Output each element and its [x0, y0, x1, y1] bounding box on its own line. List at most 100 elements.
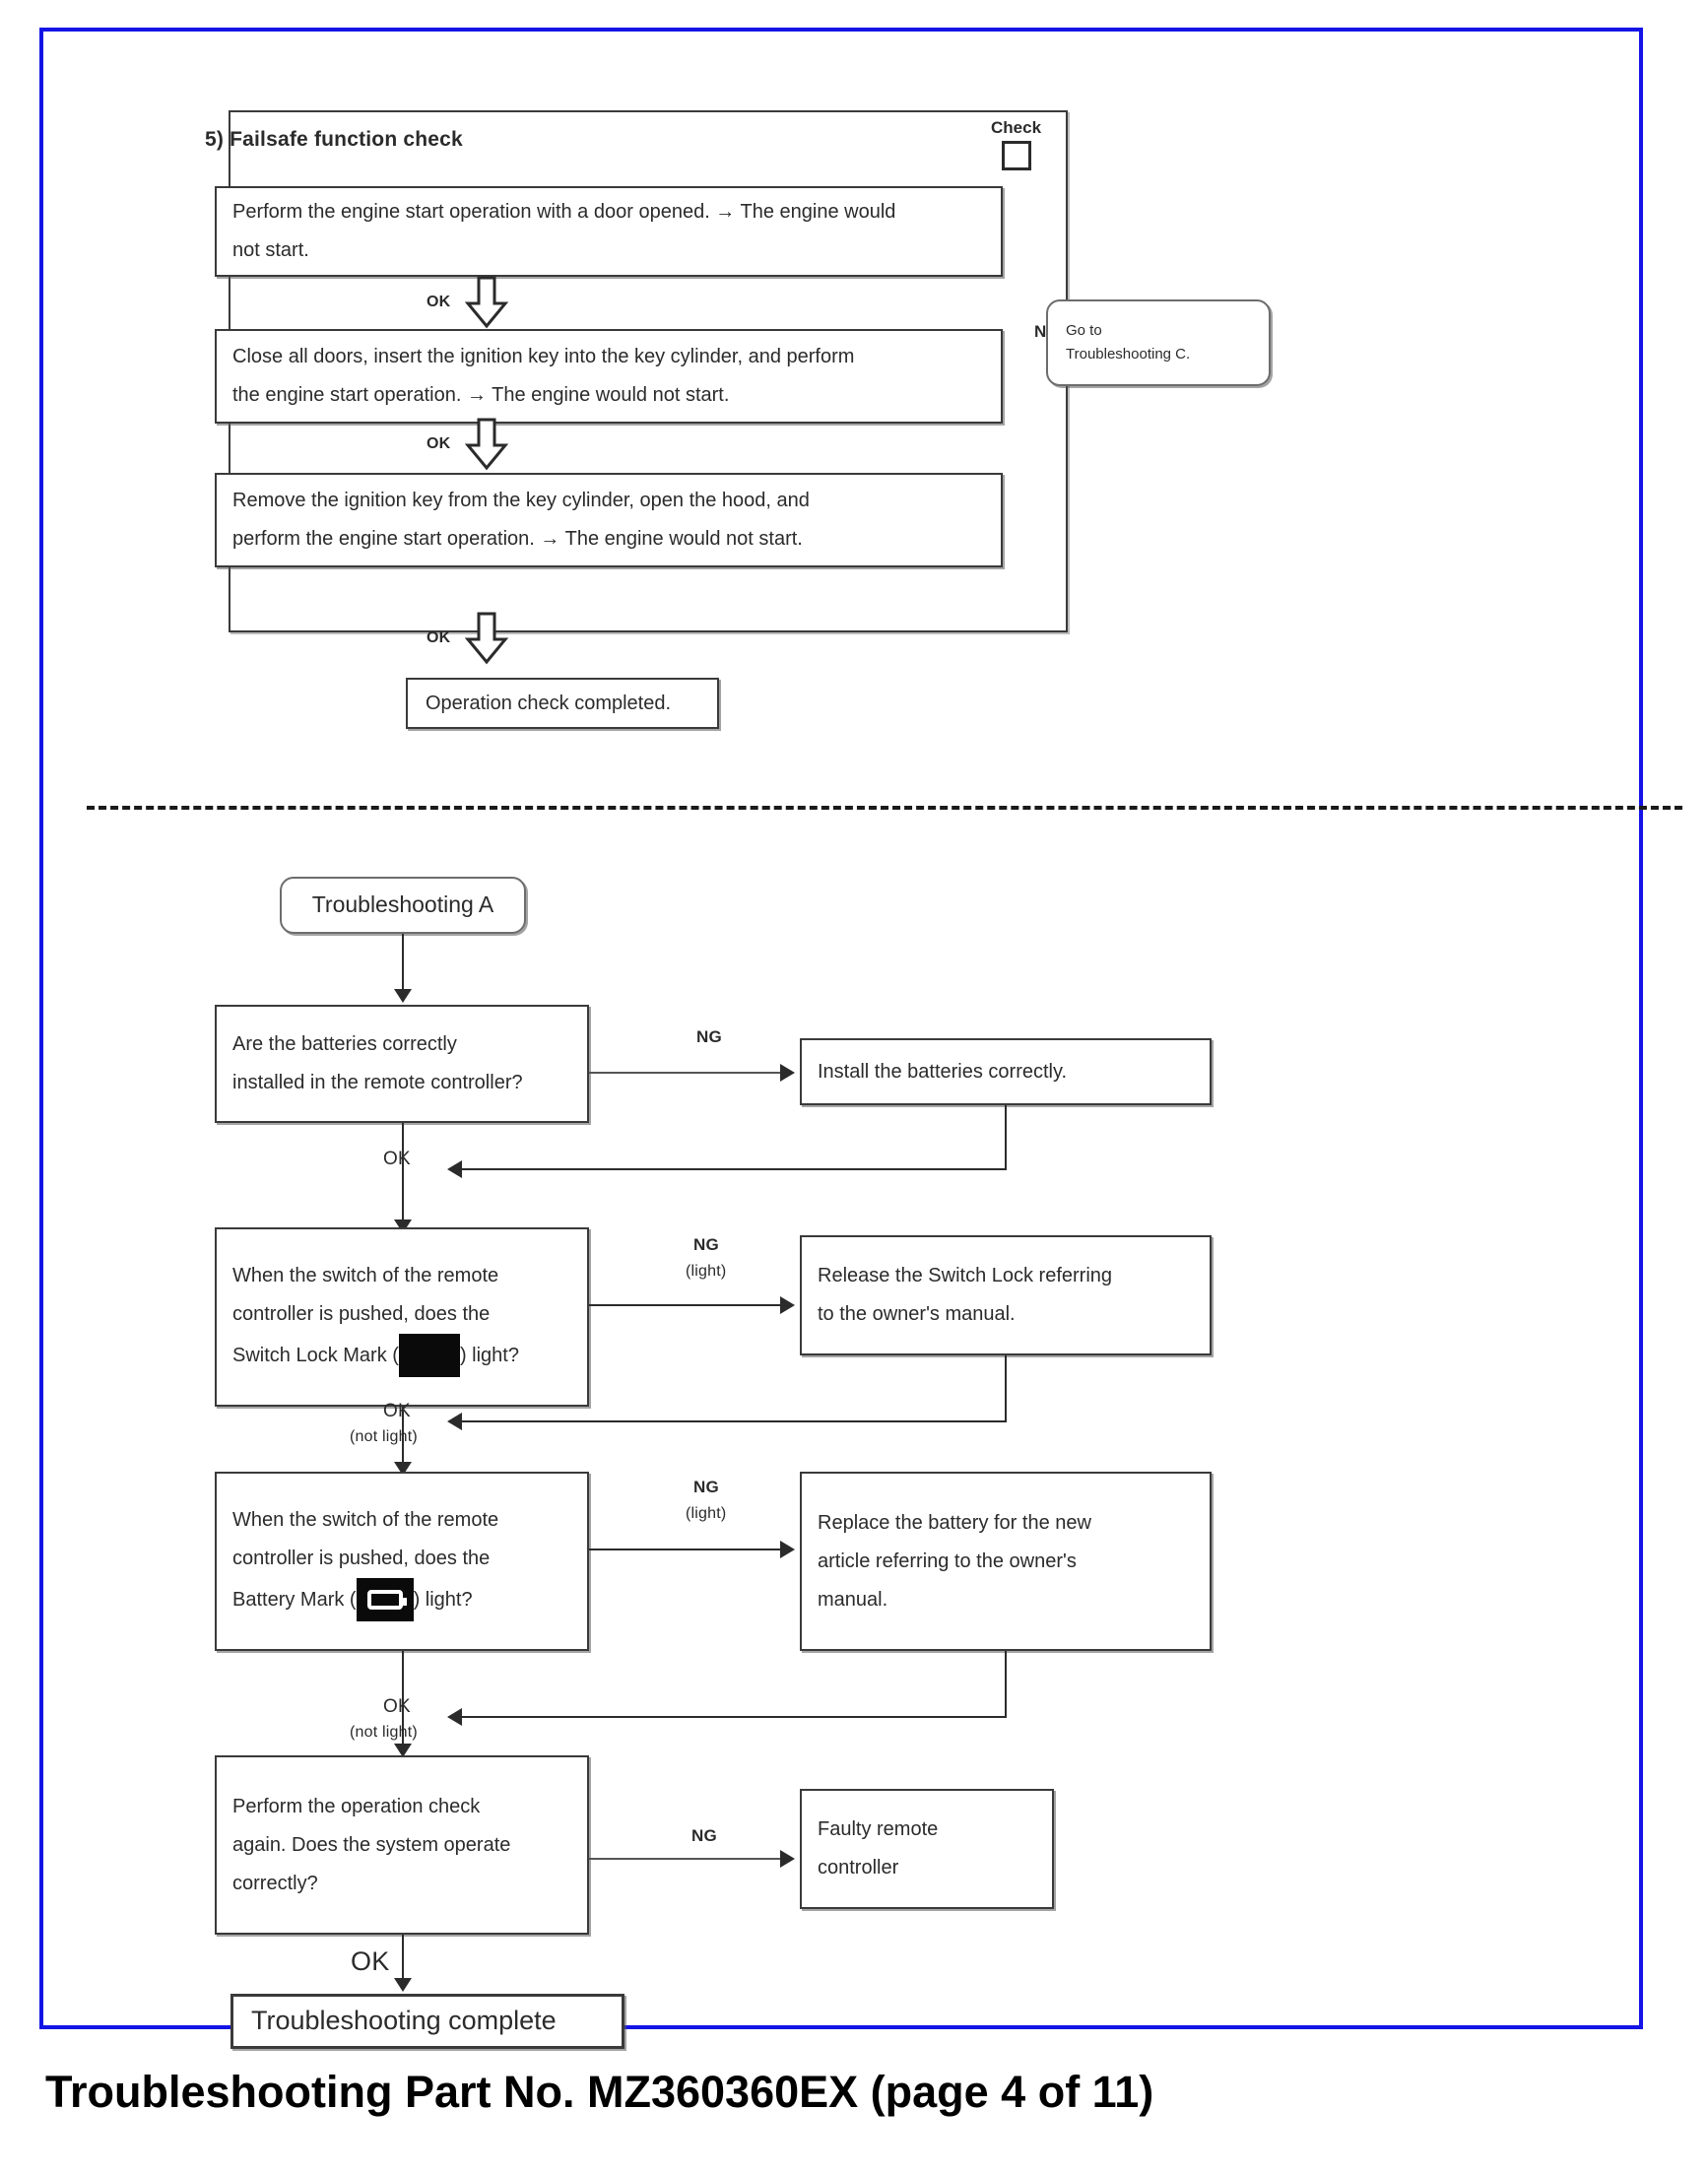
step1-question-line-2: installed in the remote controller? — [232, 1072, 523, 1093]
step1-ng-arrowhead — [780, 1064, 795, 1082]
step3-return-vline — [1005, 1651, 1007, 1718]
step4-ng-label: NG — [691, 1826, 717, 1845]
step2-action-line-2: to the owner's manual. — [818, 1303, 1016, 1325]
step2-action-line-1: Release the Switch Lock referring — [818, 1265, 1113, 1286]
step3-question-box: When the switch of the remote controller… — [215, 1472, 589, 1651]
step1-question-line-1: Are the batteries correctly — [232, 1033, 457, 1055]
step4-question-line-1: Perform the operation check — [232, 1795, 481, 1817]
block-arrow-down-1 — [465, 276, 508, 329]
step4-action-line-1: Faulty remote — [818, 1818, 939, 1840]
step3-question-line-1: When the switch of the remote — [232, 1509, 499, 1531]
step4-to-end-line — [402, 1935, 404, 1984]
block-arrow-down-3 — [465, 612, 508, 665]
failsafe-step-3-line-1: Remove the ignition key from the key cyl… — [232, 490, 810, 511]
block-arrow-down-2 — [465, 418, 508, 471]
step2-ng-arrowhead — [780, 1296, 795, 1314]
failsafe-step-1-line-1: Perform the engine start operation with … — [232, 201, 896, 223]
step4-question-box: Perform the operation check again. Does … — [215, 1755, 589, 1935]
step4-action-box: Faulty remote controller — [800, 1789, 1054, 1909]
step1-return-hline — [461, 1168, 1007, 1170]
step1-ng-line — [589, 1072, 782, 1074]
step3-action-box: Replace the battery for the new article … — [800, 1472, 1212, 1651]
step2-question-line-3: Switch Lock Mark ( ) light? — [232, 1334, 571, 1377]
step2-return-arrowhead — [447, 1413, 462, 1430]
step2-question-box: When the switch of the remote controller… — [215, 1227, 589, 1407]
troubleshooting-complete-label: Troubleshooting complete — [251, 2006, 557, 2036]
step4-ng-arrowhead — [780, 1850, 795, 1868]
step2-mark-prefix: Switch Lock Mark ( — [232, 1344, 399, 1366]
step3-to-step4-line — [402, 1651, 404, 1749]
step1-return-arrowhead — [447, 1160, 462, 1178]
failsafe-ok-label-2: OK — [427, 435, 451, 452]
step3-ok-sublabel: (not light) — [350, 1724, 418, 1741]
step2-return-vline — [1005, 1355, 1007, 1422]
step3-ng-sublabel: (light) — [686, 1505, 727, 1522]
page-blue-frame: 5) Failsafe function check Check Perform… — [39, 28, 1682, 2049]
step1-return-vline — [1005, 1105, 1007, 1170]
failsafe-step-3-box: Remove the ignition key from the key cyl… — [215, 473, 1003, 567]
goto-troubleshooting-c-box[interactable]: Go to Troubleshooting C. — [1046, 299, 1271, 386]
step2-return-hline — [461, 1420, 1007, 1422]
step3-question-line-3: Battery Mark ( ) light? — [232, 1578, 571, 1621]
check-field: Check — [991, 118, 1041, 170]
step3-action-line-1: Replace the battery for the new — [818, 1511, 1091, 1534]
check-checkbox[interactable] — [1001, 141, 1031, 170]
step3-action-line-3: manual. — [818, 1588, 888, 1611]
operation-check-completed-text: Operation check completed. — [426, 692, 672, 714]
failsafe-ok-label-3: OK — [427, 629, 451, 646]
goto-box-line-2: Troubleshooting C. — [1066, 346, 1191, 362]
step2-ng-sublabel: (light) — [686, 1263, 727, 1280]
step3-ng-line — [589, 1549, 782, 1550]
step3-ok-label: OK — [383, 1696, 411, 1717]
battery-mark-icon — [356, 1578, 414, 1621]
start-to-step1-arrowhead — [394, 989, 412, 1003]
goto-box-line-1: Go to — [1066, 322, 1102, 339]
step2-ng-line — [589, 1304, 782, 1306]
step3-ng-arrowhead — [780, 1541, 795, 1558]
troubleshooting-a-start-label: Troubleshooting A — [311, 891, 494, 918]
troubleshooting-a-start-node: Troubleshooting A — [280, 877, 526, 934]
step3-ng-label: NG — [693, 1478, 719, 1496]
section-divider — [87, 806, 1682, 810]
failsafe-step-1-line-2: not start. — [232, 239, 309, 261]
step2-mark-suffix: ) light? — [459, 1344, 519, 1366]
switch-lock-mark-icon — [398, 1334, 460, 1377]
step2-ok-sublabel: (not light) — [350, 1428, 418, 1445]
step2-question-line-1: When the switch of the remote — [232, 1265, 499, 1286]
failsafe-step-2-line-2: the engine start operation. → The engine… — [232, 384, 730, 406]
step4-ok-label: OK — [351, 1946, 390, 1976]
step2-ok-label: OK — [383, 1401, 411, 1421]
step3-mark-suffix: ) light? — [413, 1588, 473, 1611]
step1-ng-label: NG — [696, 1027, 722, 1046]
step3-question-line-2: controller is pushed, does the — [232, 1548, 491, 1569]
step4-question-line-2: again. Does the system operate — [232, 1833, 511, 1856]
failsafe-step-2-box: Close all doors, insert the ignition key… — [215, 329, 1003, 424]
step2-action-box: Release the Switch Lock referring to the… — [800, 1235, 1212, 1355]
failsafe-heading: 5) Failsafe function check — [205, 128, 463, 151]
failsafe-step-3-line-2: perform the engine start operation. → Th… — [232, 528, 803, 550]
step3-return-arrowhead — [447, 1708, 462, 1726]
step4-action-line-2: controller — [818, 1857, 899, 1878]
step3-to-step4-arrowhead — [394, 1744, 412, 1757]
failsafe-step-2-line-1: Close all doors, insert the ignition key… — [232, 346, 855, 367]
step2-ng-label: NG — [693, 1235, 719, 1254]
step3-return-hline — [461, 1716, 1007, 1718]
operation-check-completed-box: Operation check completed. — [406, 678, 719, 729]
step3-mark-prefix: Battery Mark ( — [232, 1588, 357, 1611]
failsafe-ok-label-1: OK — [427, 294, 451, 310]
step1-ok-label: OK — [383, 1149, 411, 1169]
step2-question-line-2: controller is pushed, does the — [232, 1303, 491, 1325]
step4-ng-line — [589, 1858, 782, 1860]
footer-caption: Troubleshooting Part No. MZ360360EX (pag… — [45, 2067, 1154, 2117]
start-to-step1-line — [402, 934, 404, 993]
step1-action-box: Install the batteries correctly. — [800, 1038, 1212, 1105]
step2-to-step3-line — [402, 1407, 404, 1470]
step3-action-line-2: article referring to the owner's — [818, 1549, 1077, 1572]
troubleshooting-complete-box: Troubleshooting complete — [230, 1994, 624, 2049]
check-label: Check — [991, 118, 1042, 137]
step4-question-line-3: correctly? — [232, 1872, 318, 1894]
step1-question-box: Are the batteries correctly installed in… — [215, 1005, 589, 1123]
step4-to-end-arrowhead — [394, 1978, 412, 1992]
step1-action-line-1: Install the batteries correctly. — [818, 1061, 1068, 1083]
failsafe-step-1-box: Perform the engine start operation with … — [215, 186, 1003, 277]
